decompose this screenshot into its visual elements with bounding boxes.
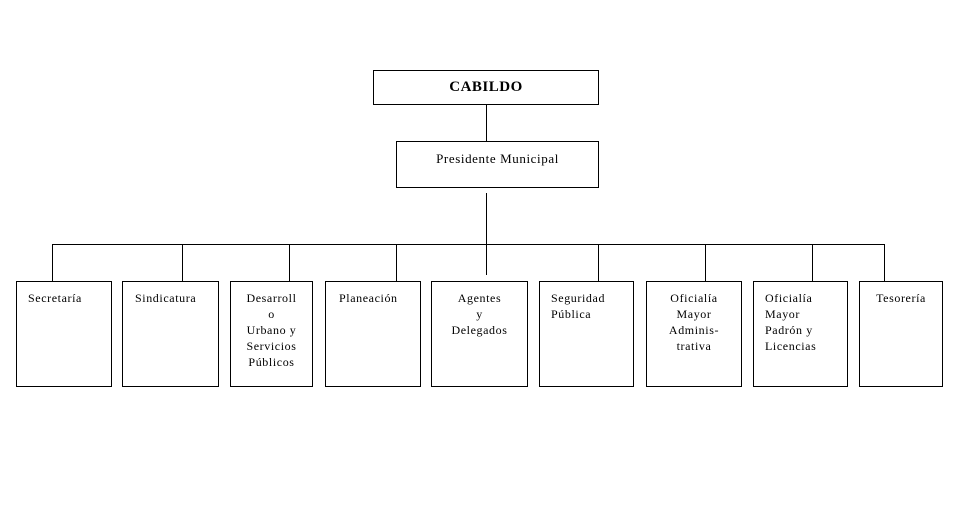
drop-planeacion xyxy=(396,244,397,281)
dept-tesoreria: Tesorería xyxy=(859,281,943,387)
drop-tesoreria xyxy=(884,244,885,281)
presidente-label: Presidente Municipal xyxy=(436,151,559,166)
cabildo-box: CABILDO xyxy=(373,70,599,105)
dept-secretaria: Secretaría xyxy=(16,281,112,387)
dept-sindicatura: Sindicatura xyxy=(122,281,219,387)
drop-secretaria xyxy=(52,244,53,281)
dept-agentes-delegados: Agentes y Delegados xyxy=(431,281,528,387)
dept-desarrollo-urbano: Desarroll o Urbano y Servicios Públicos xyxy=(230,281,313,387)
drop-oficialia-padron xyxy=(812,244,813,281)
dept-seguridad-publica: Seguridad Pública xyxy=(539,281,634,387)
dept-planeacion: Planeación xyxy=(325,281,421,387)
drop-sindicatura xyxy=(182,244,183,281)
connector-cabildo-presidente xyxy=(486,104,487,141)
presidente-box: Presidente Municipal xyxy=(396,141,599,188)
horizontal-bus xyxy=(52,244,885,245)
cabildo-label: CABILDO xyxy=(449,79,523,95)
drop-desarrollo xyxy=(289,244,290,281)
drop-oficialia-admin xyxy=(705,244,706,281)
drop-seguridad xyxy=(598,244,599,281)
connector-presidente-bus xyxy=(486,193,487,275)
dept-oficialia-administrativa: Oficialía Mayor Adminis- trativa xyxy=(646,281,742,387)
dept-oficialia-padron: Oficialía Mayor Padrón y Licencias xyxy=(753,281,848,387)
